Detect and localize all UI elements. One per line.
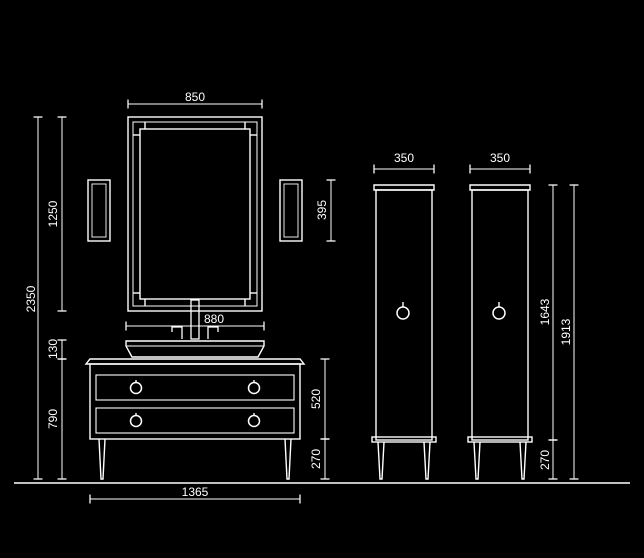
dim-cabinet-1-width: 350 [394, 151, 414, 165]
dimension-lines [33, 99, 579, 504]
mirror [127, 116, 263, 312]
dim-basin-height: 130 [46, 339, 60, 359]
dim-cabinet-2-width: 350 [490, 151, 510, 165]
dim-mirror-height: 1250 [46, 200, 60, 227]
dim-vanity-leg-height: 270 [309, 449, 323, 469]
dim-cabinet-leg-height: 270 [538, 450, 552, 470]
dim-basin-width: 880 [204, 312, 224, 326]
dim-drawers-height: 520 [309, 389, 323, 409]
dim-total-height: 2350 [24, 285, 38, 312]
dim-mirror-width: 850 [185, 90, 205, 104]
dim-vanity-height: 790 [46, 409, 60, 429]
dim-sconce-height: 395 [315, 200, 329, 220]
dim-vanity-width: 1365 [182, 485, 209, 499]
sconce-left [87, 179, 111, 242]
tall-cabinet-right [467, 184, 533, 480]
vanity [84, 358, 306, 480]
tall-cabinet-left [371, 184, 437, 480]
sconce-right [279, 179, 303, 242]
dim-cabinet-total-height: 1913 [559, 318, 573, 345]
basin [125, 340, 265, 358]
dim-cabinet-body-height: 1643 [538, 298, 552, 325]
